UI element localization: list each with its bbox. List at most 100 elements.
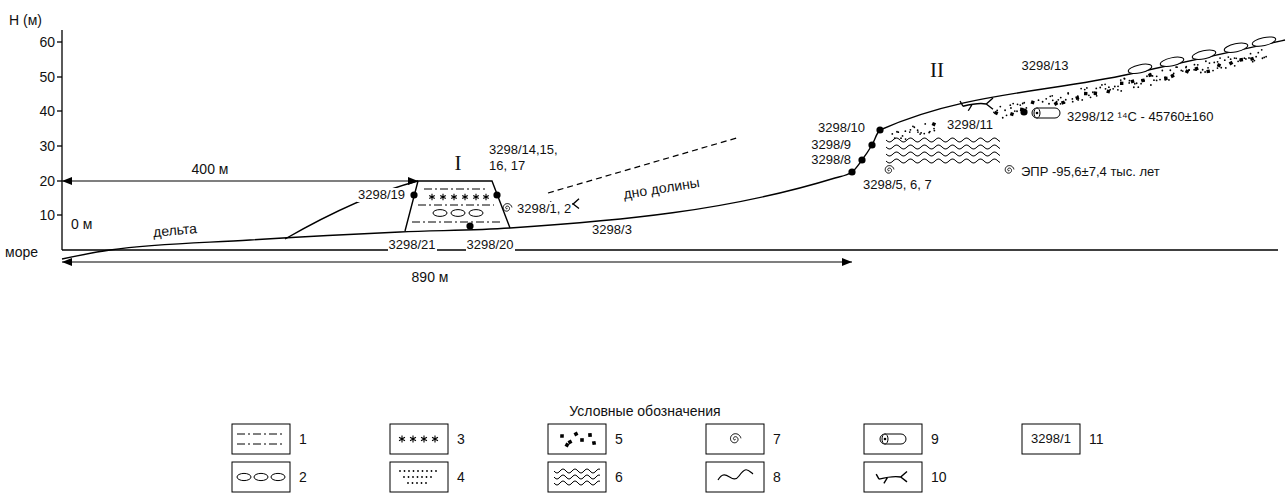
legend xyxy=(232,424,1080,492)
tick-label: 60 xyxy=(38,34,56,50)
sand-dot xyxy=(1202,69,1204,71)
sand-dot xyxy=(1243,57,1245,59)
rubble-symbol xyxy=(1170,74,1174,78)
sand-dot xyxy=(430,476,432,478)
pebble-symbol xyxy=(1251,35,1276,48)
sand-dot xyxy=(1235,57,1237,59)
sand-dot xyxy=(1205,60,1207,62)
sand-dot xyxy=(1112,88,1114,90)
sand-dot xyxy=(1175,66,1177,68)
sand-dot xyxy=(1120,90,1122,92)
sand-dot xyxy=(1197,64,1199,66)
rubble-symbol xyxy=(580,438,584,442)
rubble-symbol xyxy=(588,433,592,437)
tick-label: 10 xyxy=(38,207,56,223)
sand-dot xyxy=(1262,57,1264,59)
sand-dot xyxy=(1002,117,1004,119)
sand-dot xyxy=(1099,87,1101,89)
sand-dot xyxy=(1088,94,1090,96)
sand-dot xyxy=(1023,102,1025,104)
sand-dot xyxy=(1168,79,1170,81)
sand-dot xyxy=(1169,69,1171,71)
sand-dot xyxy=(1124,78,1126,80)
rubble-symbol xyxy=(1130,79,1134,83)
legend-swatch xyxy=(706,462,764,492)
sand-dot xyxy=(1252,61,1254,63)
sand-dot xyxy=(416,482,418,484)
sand-dot xyxy=(1225,67,1227,69)
ash-symbol xyxy=(451,194,457,200)
rubble-symbol xyxy=(1185,69,1189,73)
sand-dot xyxy=(1250,53,1252,55)
sand-dot xyxy=(1217,61,1219,63)
sand-dot xyxy=(1014,110,1016,112)
rubble-symbol xyxy=(592,441,596,445)
legend-number: 8 xyxy=(772,469,782,485)
sample-number: 16, 17 xyxy=(488,159,526,174)
sand-dot xyxy=(896,131,898,133)
sand-dot xyxy=(1156,79,1158,81)
sample-number: 3298/19 xyxy=(357,188,406,203)
rubble-symbol xyxy=(1194,66,1198,70)
sand-dot xyxy=(1185,67,1187,69)
sand-dot xyxy=(1146,75,1148,77)
sand-dot xyxy=(1012,103,1014,105)
clay-wave xyxy=(554,475,600,479)
tick-label: 20 xyxy=(38,173,56,189)
ash-symbol xyxy=(410,436,416,443)
ash-symbol xyxy=(429,194,435,200)
sand-dot xyxy=(1114,86,1116,88)
rubble-symbol xyxy=(1106,89,1110,93)
sand-dot xyxy=(1185,66,1187,68)
dash-dot-line xyxy=(237,444,285,445)
shell-symbol xyxy=(503,204,512,212)
clay-wave xyxy=(554,469,600,473)
sand-dot xyxy=(996,110,998,112)
sand-dot xyxy=(912,125,914,127)
sample-number: 3298/21 xyxy=(388,238,437,253)
sample-number: 3298/11 xyxy=(946,118,994,133)
sand-dot xyxy=(1212,70,1214,72)
legend-number: 6 xyxy=(614,469,624,485)
sand-dot xyxy=(1193,69,1195,71)
rubble-symbol xyxy=(1141,78,1145,82)
rubble-symbol xyxy=(1031,100,1035,104)
dash-dot-line xyxy=(418,205,494,206)
sand-dot xyxy=(1224,59,1226,61)
sand-dot xyxy=(422,470,424,472)
ash-symbol xyxy=(473,194,479,200)
terrace-number: I xyxy=(454,151,463,175)
level-label: 0 м xyxy=(70,216,93,232)
sand-dot xyxy=(431,470,433,472)
sand-dot xyxy=(1016,110,1018,112)
sand-dot xyxy=(1161,70,1163,72)
pebble-symbol xyxy=(254,473,268,480)
sand-dot xyxy=(412,482,414,484)
sand-dot xyxy=(909,131,911,133)
sand-dot xyxy=(1051,95,1053,97)
sand-dot xyxy=(929,131,931,133)
sand-dot xyxy=(1084,89,1086,91)
legend-number: 5 xyxy=(614,431,624,447)
sand-dot xyxy=(1136,82,1138,84)
sand-dot xyxy=(421,476,423,478)
sand-dot xyxy=(1045,98,1047,100)
sand-dot xyxy=(1209,62,1211,64)
dash-dot-line xyxy=(424,189,488,190)
rubble-symbol xyxy=(1217,63,1221,67)
sample-point xyxy=(868,141,875,148)
pebble-symbol xyxy=(433,210,447,217)
pebble-symbol xyxy=(1159,55,1184,68)
ash-symbol xyxy=(462,194,468,200)
rubble-symbol xyxy=(1239,58,1243,62)
sample-point xyxy=(410,191,417,198)
sand-dot xyxy=(1071,98,1073,100)
sand-dot xyxy=(1096,95,1098,97)
sand-dot xyxy=(426,470,428,472)
sand-dot xyxy=(1261,49,1263,51)
legend-number: 7 xyxy=(772,431,782,447)
sand-dot xyxy=(1255,56,1257,58)
dash-dot-line xyxy=(412,222,500,223)
sand-dot xyxy=(407,482,409,484)
